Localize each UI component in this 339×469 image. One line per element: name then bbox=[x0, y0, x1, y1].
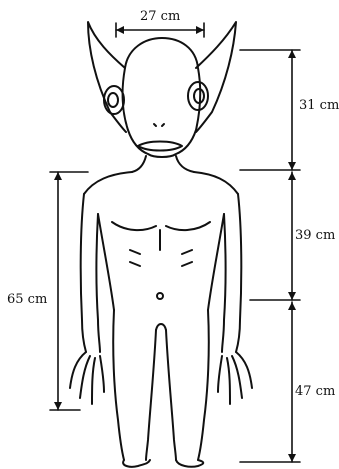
right-hand bbox=[218, 352, 252, 404]
left-leg-outer bbox=[113, 310, 124, 460]
right-arm-outer bbox=[236, 194, 241, 352]
neck-right bbox=[176, 156, 194, 172]
arm-length-label: 65 cm bbox=[7, 293, 47, 307]
navel bbox=[157, 293, 163, 299]
head-width-label: 27 cm bbox=[140, 10, 180, 24]
right-ear bbox=[196, 22, 236, 132]
chest bbox=[112, 222, 210, 230]
left-leg-inner bbox=[146, 330, 156, 460]
right-leg-outer bbox=[198, 310, 209, 460]
measurement-lines bbox=[50, 23, 300, 462]
right-foot bbox=[176, 460, 203, 467]
crotch bbox=[156, 324, 166, 330]
left-foot bbox=[123, 460, 150, 467]
arrowheads bbox=[54, 26, 296, 462]
neck-left bbox=[132, 156, 146, 172]
shoulders-left bbox=[84, 172, 132, 194]
nose bbox=[154, 124, 164, 126]
shoulders-right bbox=[194, 172, 238, 194]
mouth bbox=[138, 142, 182, 151]
right-leg-inner bbox=[166, 330, 176, 460]
left-hand bbox=[70, 352, 104, 404]
torso-height-label: 39 cm bbox=[295, 229, 335, 243]
ribs bbox=[130, 250, 192, 266]
left-ear bbox=[88, 22, 126, 132]
torso-left bbox=[98, 214, 114, 310]
left-arm-outer bbox=[81, 194, 86, 352]
leg-length-label: 47 cm bbox=[295, 385, 335, 399]
torso-right bbox=[208, 214, 224, 310]
head-height-label: 31 cm bbox=[299, 99, 339, 113]
left-arm-inner bbox=[97, 214, 101, 352]
right-arm-inner bbox=[222, 214, 226, 352]
right-eye-inner bbox=[194, 89, 204, 103]
left-eye-inner bbox=[108, 93, 118, 107]
